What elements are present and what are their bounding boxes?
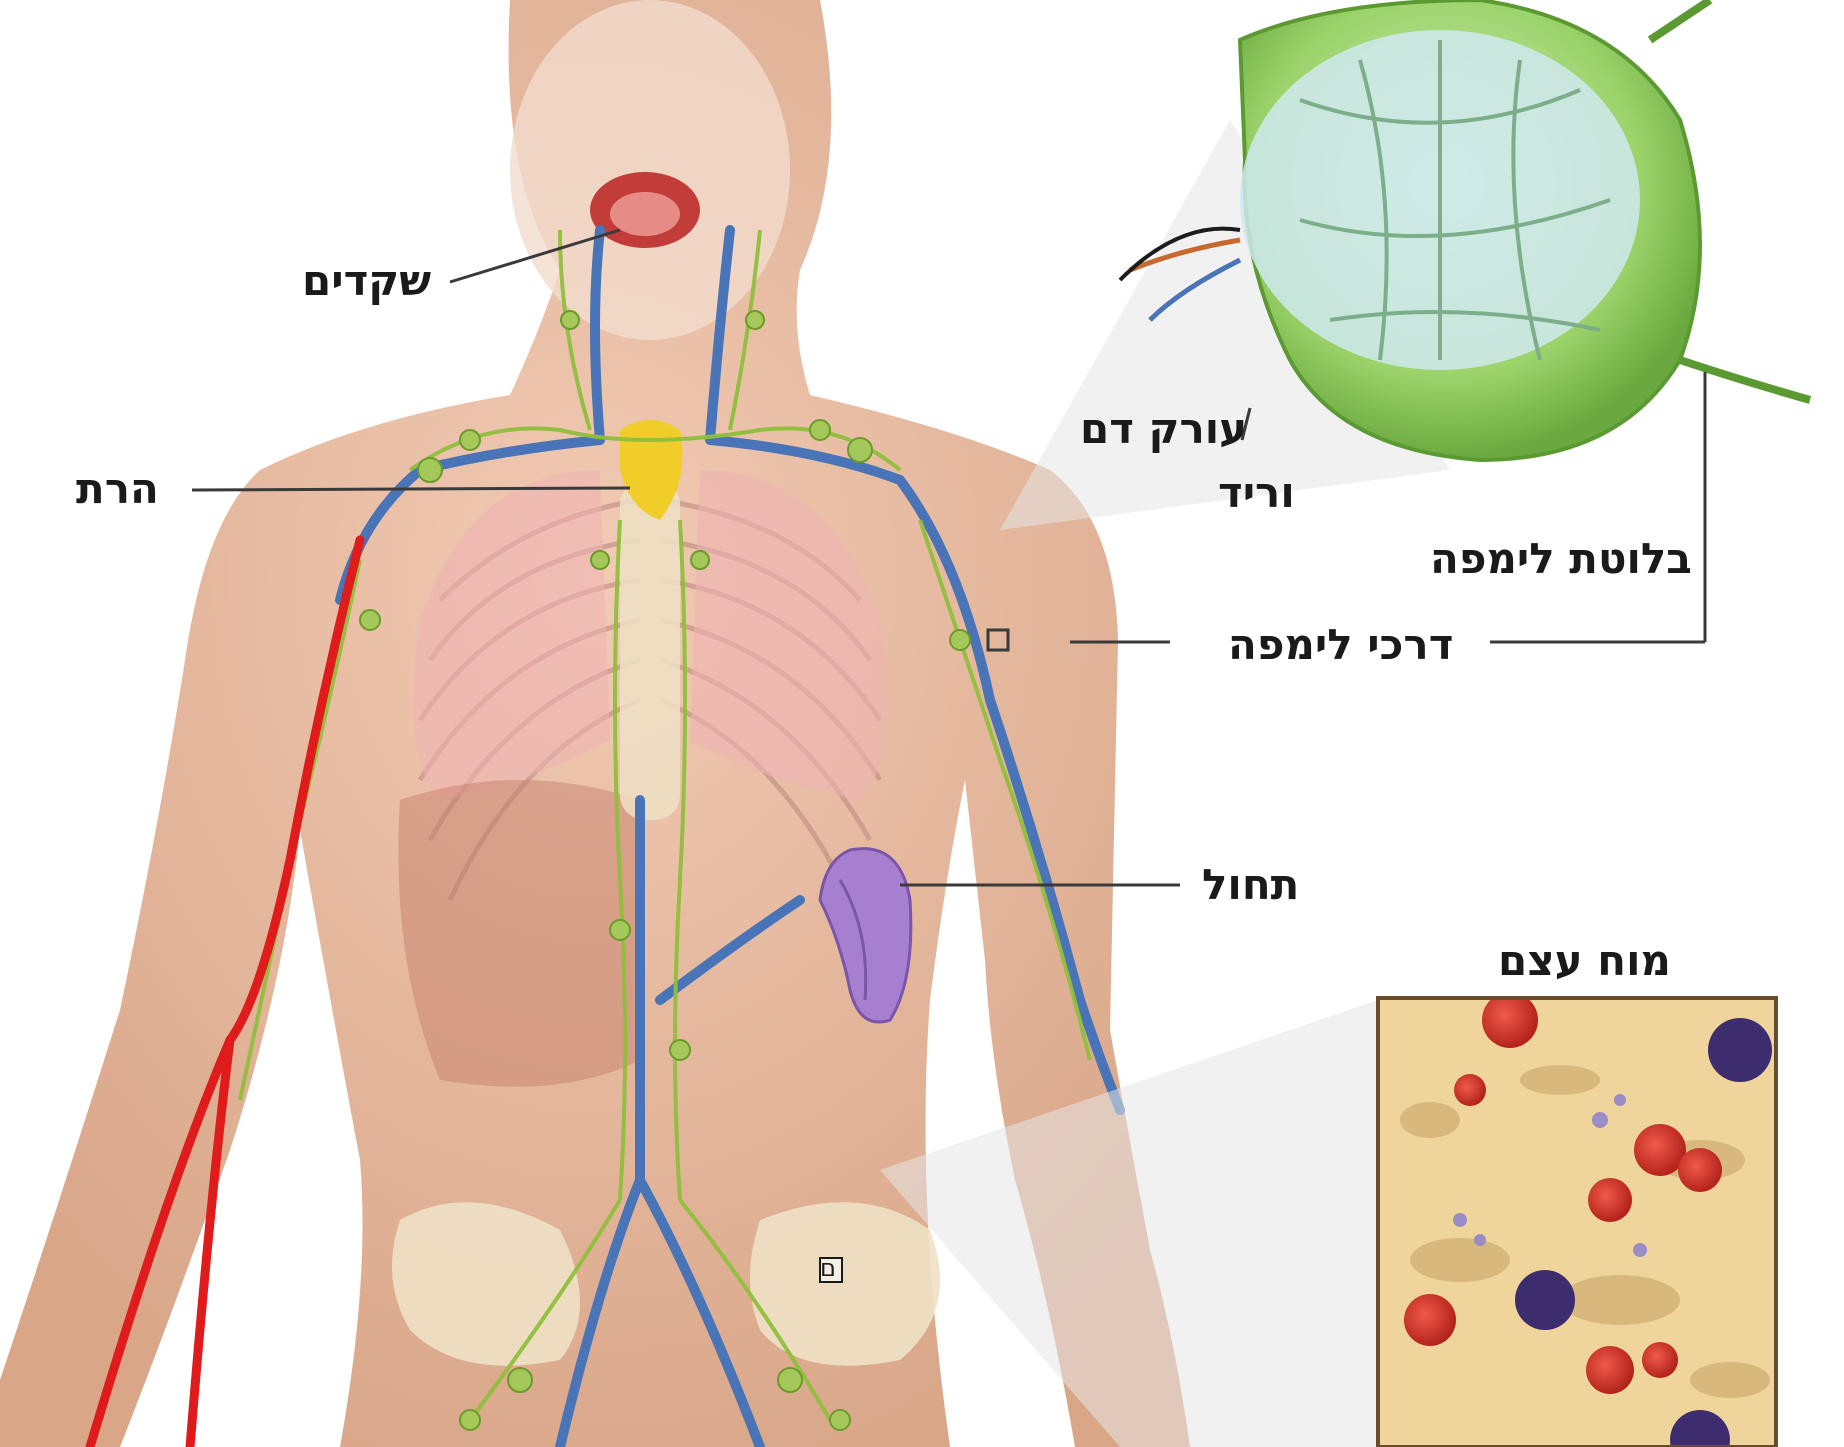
label-spleen: תחול bbox=[1202, 864, 1299, 906]
tonsils bbox=[610, 192, 680, 236]
face bbox=[510, 0, 790, 340]
label-tonsils: שקדים bbox=[302, 260, 431, 302]
label-thymus: הרת bbox=[76, 468, 159, 510]
label-artery: עורק דם bbox=[1080, 408, 1247, 450]
label-lymph-vessels: דרכי לימפה bbox=[1228, 624, 1453, 666]
liver bbox=[398, 780, 640, 1087]
magnifier-cone-marrow bbox=[880, 1000, 1378, 1447]
label-bone-marrow: מוח עצם bbox=[1498, 940, 1671, 982]
sternum bbox=[620, 480, 680, 820]
label-lymph-node: בלוטת לימפה bbox=[1430, 538, 1692, 580]
label-small-box: ם bbox=[820, 1256, 836, 1280]
pelvis-right bbox=[750, 1202, 940, 1365]
label-vein: וריד bbox=[1218, 472, 1295, 514]
bone-marrow-detail bbox=[1378, 992, 1776, 1447]
